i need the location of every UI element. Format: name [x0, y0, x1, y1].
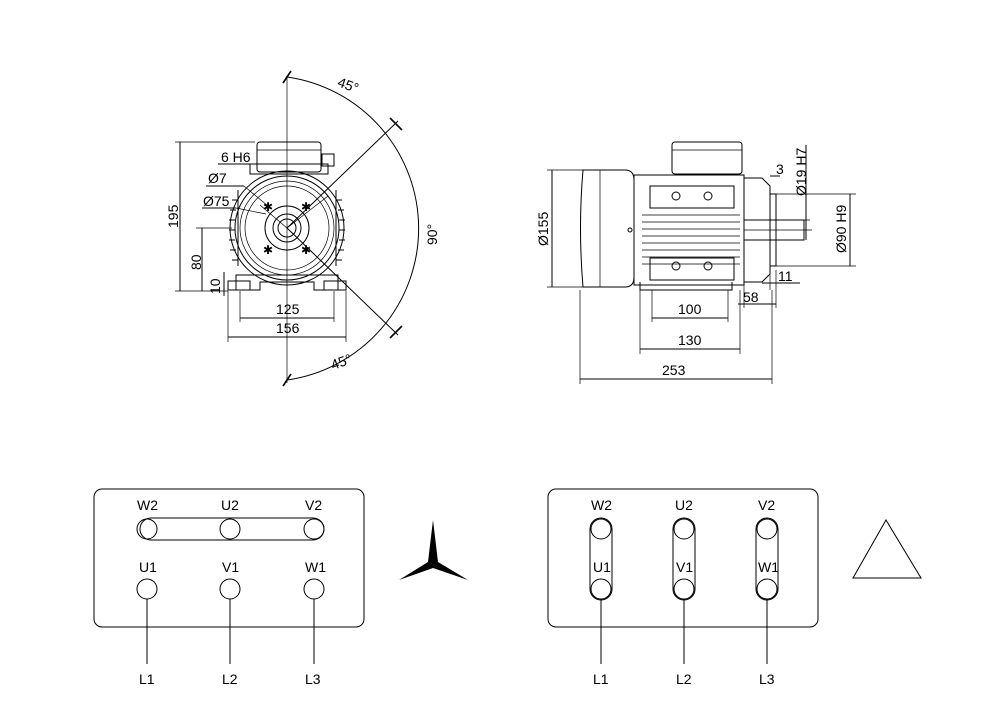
delta-top-terminal-3: V2 [758, 497, 775, 513]
delta-top-terminal-2: U2 [675, 497, 693, 513]
star-bridge [139, 517, 325, 541]
dim-58: 58 [743, 289, 759, 305]
delta-connection-diagram: W2 U2 V2 U1 V1 W1 L1 L2 L3 [547, 488, 922, 687]
delta-line-1: L1 [593, 671, 609, 687]
dim-253: 253 [662, 362, 686, 378]
dim-80: 80 [188, 254, 204, 270]
side-view: Ø155 Ø19 H7 3 Ø90 H9 11 58 100 130 [535, 141, 856, 384]
side-terminal-box [671, 141, 743, 175]
dim-hole: Ø7 [208, 170, 227, 186]
radial-line-top [286, 120, 399, 229]
delta-bottom-terminal-3: W1 [758, 559, 779, 575]
front-view: 45° 90° 45° ✱ ✱ ✱ ✱ [165, 70, 440, 387]
dim-195: 195 [165, 204, 181, 228]
star-symbol-icon [399, 520, 468, 580]
dim-offset: 11 [778, 268, 793, 284]
star-top-terminal-1: W2 [137, 497, 158, 513]
delta-line-2: L2 [676, 671, 692, 687]
delta-line-3: L3 [759, 671, 775, 687]
angle-bottom-label: 45° [329, 351, 354, 373]
shaft-flange [264, 205, 310, 251]
star-terminal-board [93, 488, 365, 628]
star-line-1: L1 [139, 671, 155, 687]
mounting-bolts: ✱ ✱ ✱ ✱ [263, 200, 311, 257]
star-bottom-terminal-3: W1 [305, 559, 326, 575]
dim-125: 125 [276, 301, 300, 317]
svg-text:✱: ✱ [263, 200, 273, 214]
delta-bottom-terminal-1: U1 [593, 559, 611, 575]
delta-bottom-terminal-2: V1 [676, 559, 693, 575]
star-connection-diagram: W2 U2 V2 U1 V1 W1 L1 L2 L3 [93, 488, 468, 687]
svg-text:✱: ✱ [301, 243, 311, 257]
star-top-terminal-2: U2 [221, 497, 239, 513]
star-bottom-terminal-2: V1 [222, 559, 239, 575]
dim-flange: 3 [776, 161, 784, 177]
fan-cover [580, 169, 635, 288]
dim-body-diameter: Ø155 [535, 212, 551, 246]
star-bottom-terminal-1: U1 [139, 559, 157, 575]
terminal-box [256, 141, 322, 173]
svg-text:✱: ✱ [263, 243, 273, 257]
delta-terminal-board [547, 488, 819, 628]
delta-symbol-icon [852, 519, 922, 579]
shaft [277, 218, 297, 238]
star-top-terminal-3: V2 [305, 497, 322, 513]
delta-top-terminal-1: W2 [591, 497, 612, 513]
dim-156: 156 [276, 320, 300, 336]
star-line-3: L3 [305, 671, 321, 687]
dim-10: 10 [207, 278, 223, 294]
dim-pcd: Ø75 [203, 193, 230, 209]
dim-key: 6 H6 [221, 149, 251, 165]
angle-right-label: 90° [424, 224, 440, 245]
angle-top-label: 45° [336, 74, 361, 96]
star-line-2: L2 [222, 671, 238, 687]
dim-spigot: Ø90 H9 [833, 205, 849, 253]
svg-text:✱: ✱ [301, 200, 311, 214]
dim-130: 130 [678, 332, 702, 348]
angle-arc [286, 76, 420, 381]
dim-100: 100 [678, 301, 702, 317]
dim-shaft-diameter: Ø19 H7 [793, 148, 809, 196]
